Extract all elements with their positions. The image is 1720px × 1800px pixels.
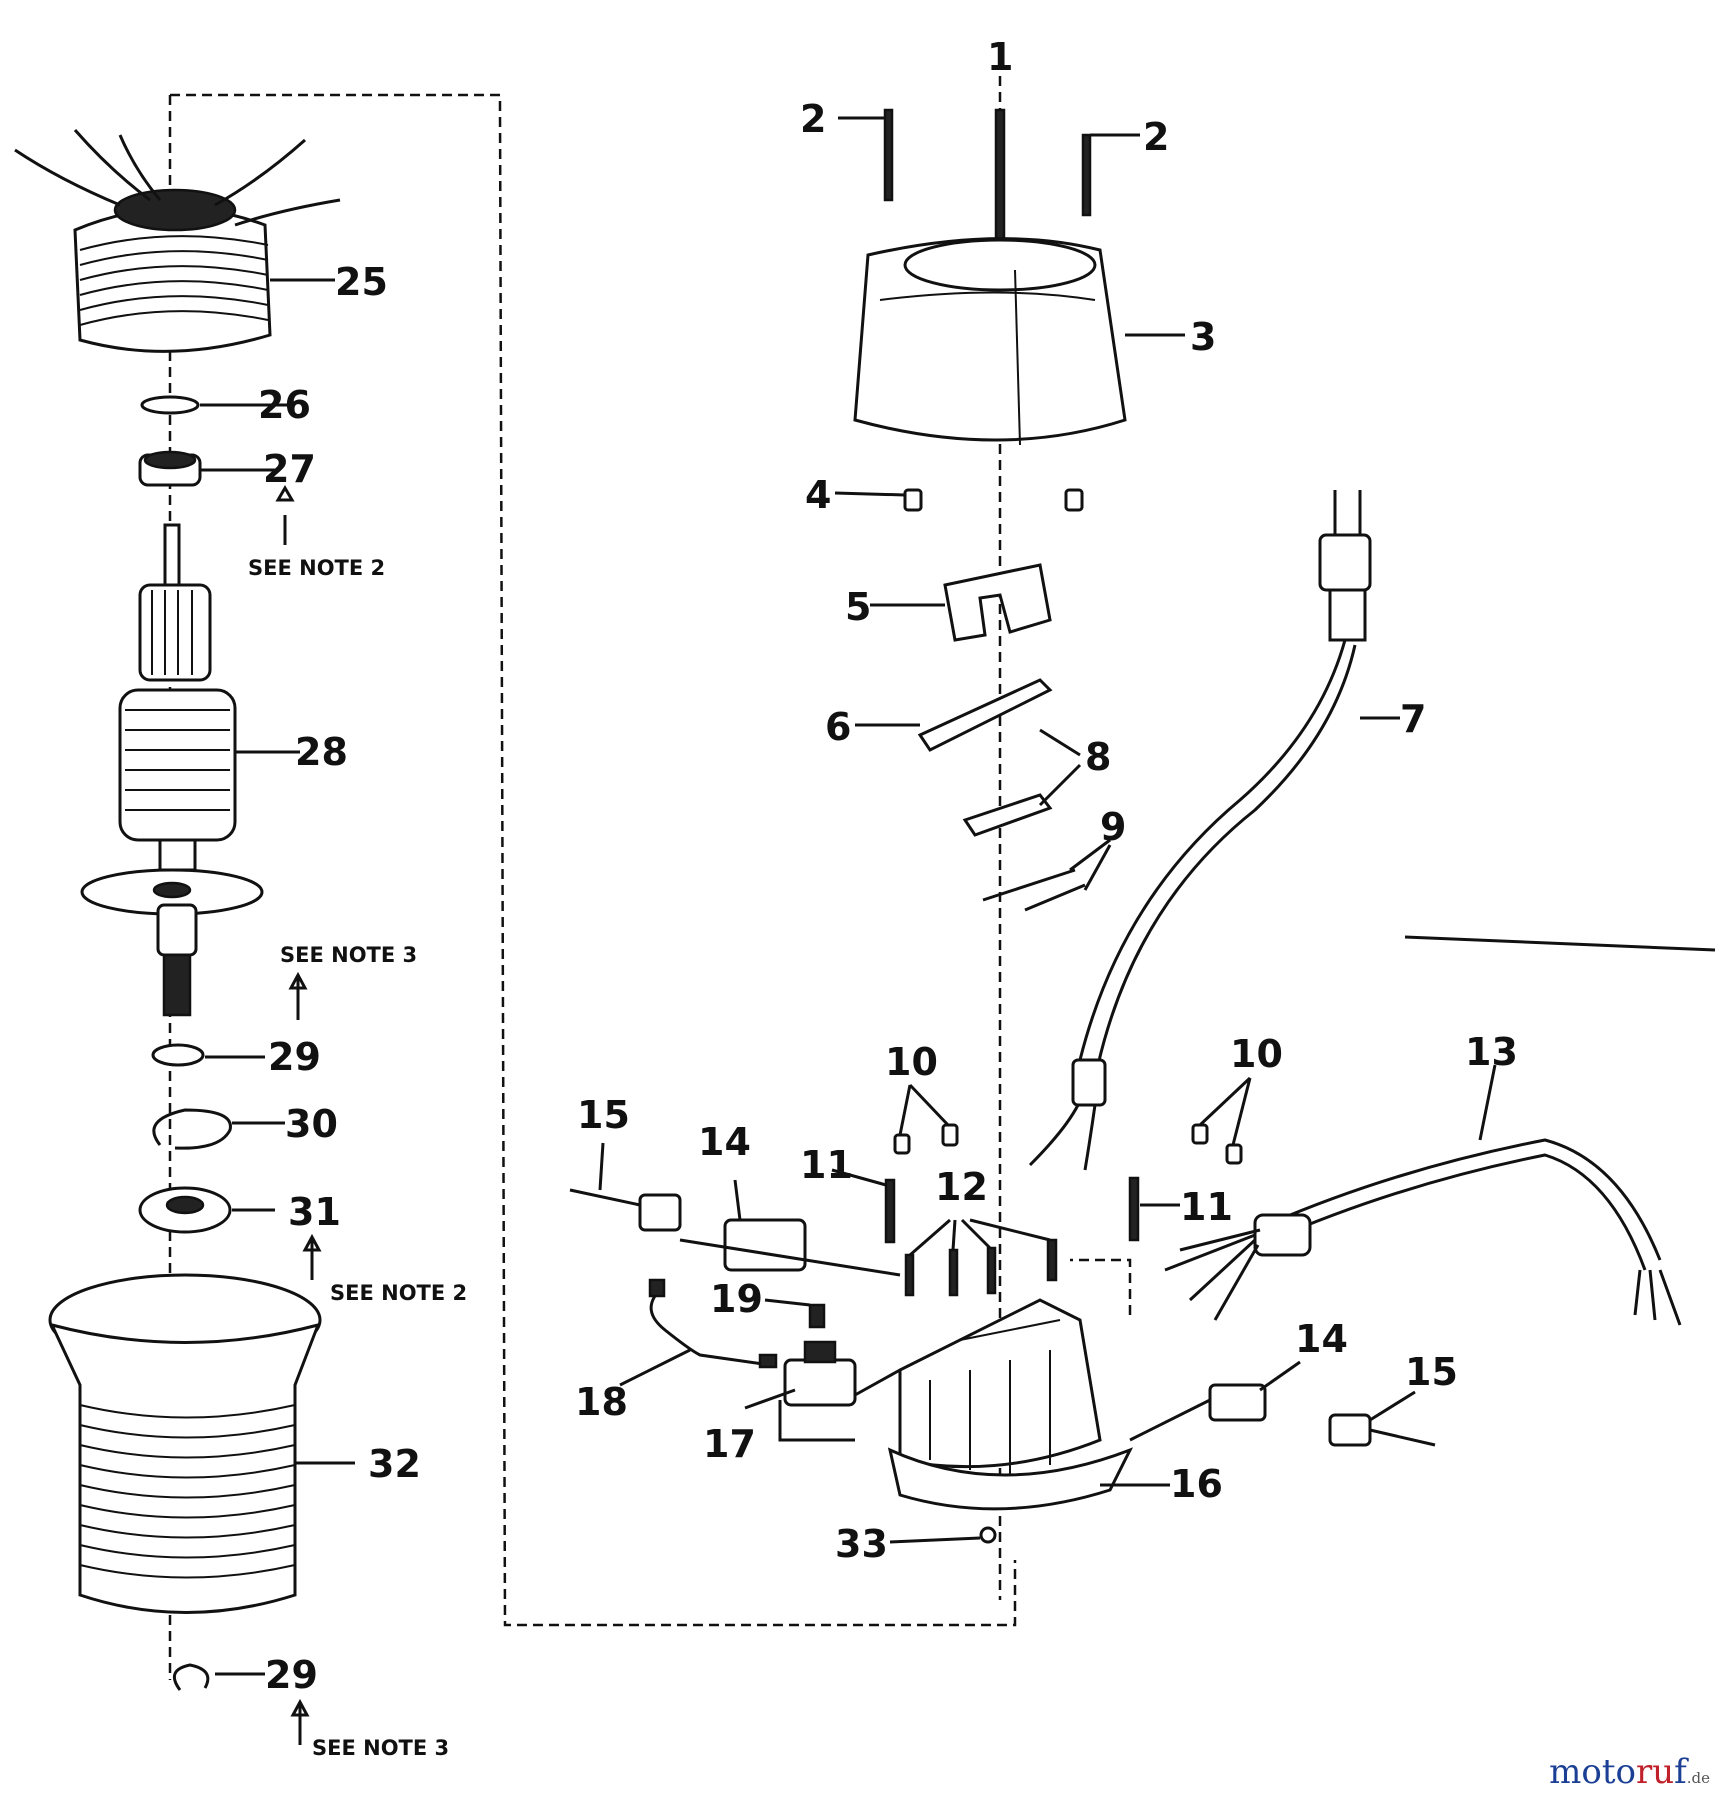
callout-2: 2 xyxy=(1143,115,1169,159)
watermark-part-3: f xyxy=(1674,1752,1687,1792)
nuts-4 xyxy=(903,488,1084,512)
callout-8: 8 xyxy=(1085,735,1111,779)
springs-9 xyxy=(982,868,1086,912)
callout-labels: 1 2 2 3 4 5 6 7 8 9 10 10 11 11 12 13 14… xyxy=(258,35,1518,1697)
watermark-part-2: ru xyxy=(1636,1752,1675,1792)
callout-25: 25 xyxy=(335,260,388,304)
callout-10: 10 xyxy=(885,1040,938,1084)
screws-11 xyxy=(884,1176,1140,1244)
motor-housing-32 xyxy=(48,1273,322,1614)
callout-4: 4 xyxy=(805,473,831,517)
snap-ring-30 xyxy=(152,1108,232,1150)
callout-15: 15 xyxy=(577,1093,630,1137)
contact-8 xyxy=(962,793,1053,837)
screws-12 xyxy=(904,1238,1058,1297)
cord-13 xyxy=(1164,1138,1682,1326)
switch-17-19 xyxy=(783,1303,857,1407)
callout-13: 13 xyxy=(1465,1030,1518,1074)
retaining-ring-29-lower xyxy=(172,1663,210,1691)
bearing-27 xyxy=(138,450,202,487)
wire-nuts-10 xyxy=(893,1123,1243,1165)
note-see-note-3: SEE NOTE 3 xyxy=(312,1736,449,1760)
callout-7: 7 xyxy=(1400,697,1426,741)
callout-5: 5 xyxy=(845,585,871,629)
bracket-5 xyxy=(943,563,1052,642)
callout-1: 1 xyxy=(987,35,1013,79)
watermark-logo: motoruf.de xyxy=(1549,1752,1710,1792)
note-see-note-2: SEE NOTE 2 xyxy=(330,1281,467,1305)
callout-31: 31 xyxy=(288,1190,341,1234)
contact-plate-6 xyxy=(917,678,1053,752)
screws-1-2 xyxy=(883,108,1092,247)
switch-housing-16 xyxy=(887,1298,1134,1511)
washer-26 xyxy=(140,395,200,415)
callout-26: 26 xyxy=(258,383,311,427)
callout-29: 29 xyxy=(265,1653,318,1697)
callout-15: 15 xyxy=(1405,1350,1458,1394)
nut-33 xyxy=(979,1526,997,1544)
callout-17: 17 xyxy=(703,1422,756,1466)
callout-19: 19 xyxy=(710,1277,763,1321)
callout-30: 30 xyxy=(285,1102,338,1146)
watermark-suffix: .de xyxy=(1686,1769,1710,1787)
note-labels: SEE NOTE 2 SEE NOTE 3 SEE NOTE 2 SEE NOT… xyxy=(248,556,467,1760)
callout-27: 27 xyxy=(263,447,316,491)
field-stator-25 xyxy=(14,129,341,353)
callout-28: 28 xyxy=(295,730,348,774)
callout-14: 14 xyxy=(1295,1317,1348,1361)
power-cord-7 xyxy=(1028,490,1372,1171)
callout-10: 10 xyxy=(1230,1032,1283,1076)
retaining-ring-29 xyxy=(151,1043,205,1067)
armature-28 xyxy=(80,523,264,1017)
callout-11: 11 xyxy=(800,1143,853,1187)
callout-16: 16 xyxy=(1170,1462,1223,1506)
callout-6: 6 xyxy=(825,705,851,749)
callout-14: 14 xyxy=(698,1120,751,1164)
note-see-note-2: SEE NOTE 2 xyxy=(248,556,385,580)
callout-11: 11 xyxy=(1180,1185,1233,1229)
terminal-15-14-left xyxy=(569,1188,807,1272)
callout-29: 29 xyxy=(268,1035,321,1079)
callout-33: 33 xyxy=(835,1522,888,1566)
watermark-part-1: moto xyxy=(1549,1752,1636,1792)
callout-12: 12 xyxy=(935,1165,988,1209)
leader-lines-right xyxy=(598,116,1497,1544)
callout-2: 2 xyxy=(800,97,826,141)
lead-wire-18 xyxy=(648,1278,778,1369)
callout-9: 9 xyxy=(1100,805,1126,849)
cap-3 xyxy=(853,237,1127,446)
terminal-14-15-right xyxy=(1208,1383,1436,1447)
callout-3: 3 xyxy=(1190,315,1216,359)
ball-bearing-31 xyxy=(138,1186,232,1234)
note-see-note-3: SEE NOTE 3 xyxy=(280,943,417,967)
leader-lines-left xyxy=(200,278,355,1745)
callout-32: 32 xyxy=(368,1442,421,1486)
callout-18: 18 xyxy=(575,1380,628,1424)
